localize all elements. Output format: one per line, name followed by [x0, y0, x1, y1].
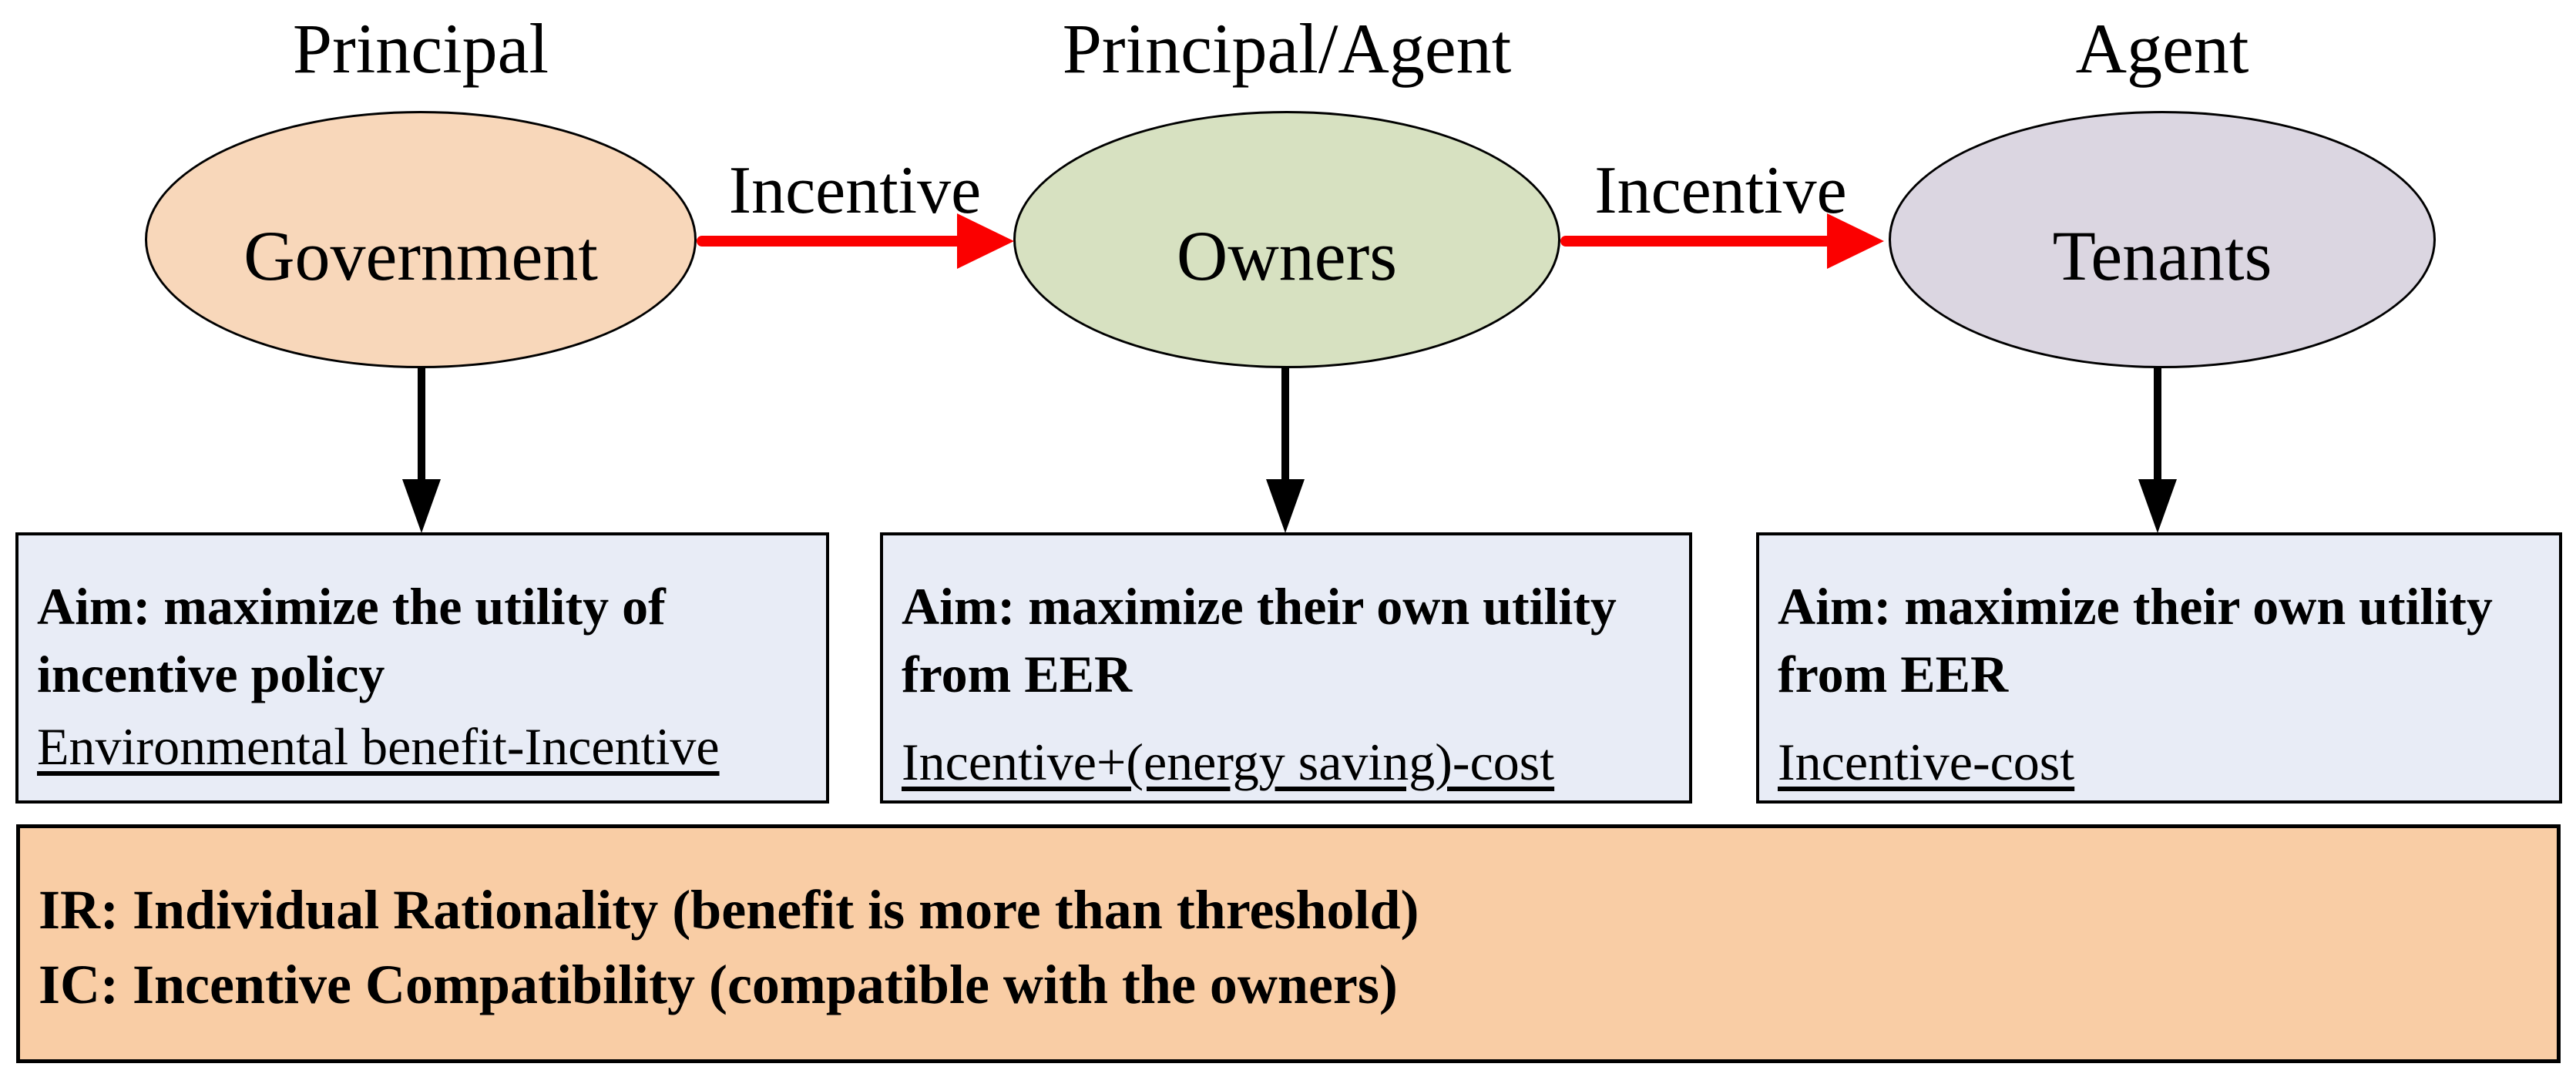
- incentive-arrow-1-head-icon: [957, 213, 1014, 269]
- legend-box: IR: Individual Rationality (benefit is m…: [16, 824, 2561, 1063]
- government-label: Government: [243, 216, 598, 295]
- role-label-principal-agent: Principal/Agent: [1062, 9, 1512, 88]
- down-arrow-government-head-icon: [402, 479, 441, 533]
- incentive-arrow-1-shaft: [697, 236, 959, 247]
- owners-ellipse: Owners: [1013, 111, 1560, 368]
- aim-text-line1: Aim: maximize their own utility: [902, 577, 1617, 636]
- tenants-label: Tenants: [2052, 216, 2272, 295]
- incentive-label-1: Incentive: [728, 153, 982, 228]
- owners-label: Owners: [1176, 216, 1398, 295]
- down-arrow-government-shaft: [418, 367, 425, 480]
- aim-formula: Environmental benefit-Incentive: [37, 717, 720, 776]
- aim-box-tenants: Aim: maximize their own utility from EER…: [1756, 532, 2562, 804]
- down-arrow-tenants-head-icon: [2138, 479, 2177, 533]
- government-ellipse: Government: [145, 111, 697, 368]
- incentive-label-2: Incentive: [1594, 153, 1847, 228]
- legend-line-ir: IR: Individual Rationality (benefit is m…: [39, 879, 1419, 941]
- tenants-ellipse: Tenants: [1889, 111, 2436, 368]
- aim-text-line1: Aim: maximize the utility of: [37, 577, 666, 636]
- legend-line-ic: IC: Incentive Compatibility (compatible …: [39, 954, 1398, 1015]
- aim-box-government: Aim: maximize the utility of incentive p…: [15, 532, 829, 804]
- aim-box-owners: Aim: maximize their own utility from EER…: [880, 532, 1692, 804]
- down-arrow-owners-shaft: [1281, 367, 1289, 480]
- aim-text-line2: incentive policy: [37, 645, 385, 703]
- down-arrow-owners-head-icon: [1266, 479, 1305, 533]
- role-label-agent: Agent: [2075, 9, 2249, 88]
- down-arrow-tenants-shaft: [2154, 367, 2161, 480]
- aim-text-line2: from EER: [1778, 645, 2009, 703]
- aim-text-line1: Aim: maximize their own utility: [1778, 577, 2493, 636]
- incentive-arrow-2-head-icon: [1827, 213, 1884, 269]
- incentive-arrow-2-shaft: [1560, 236, 1829, 247]
- role-label-principal: Principal: [292, 9, 549, 88]
- aim-text-line2: from EER: [902, 645, 1133, 703]
- aim-formula: Incentive+(energy saving)-cost: [902, 733, 1555, 791]
- aim-formula: Incentive-cost: [1778, 733, 2075, 791]
